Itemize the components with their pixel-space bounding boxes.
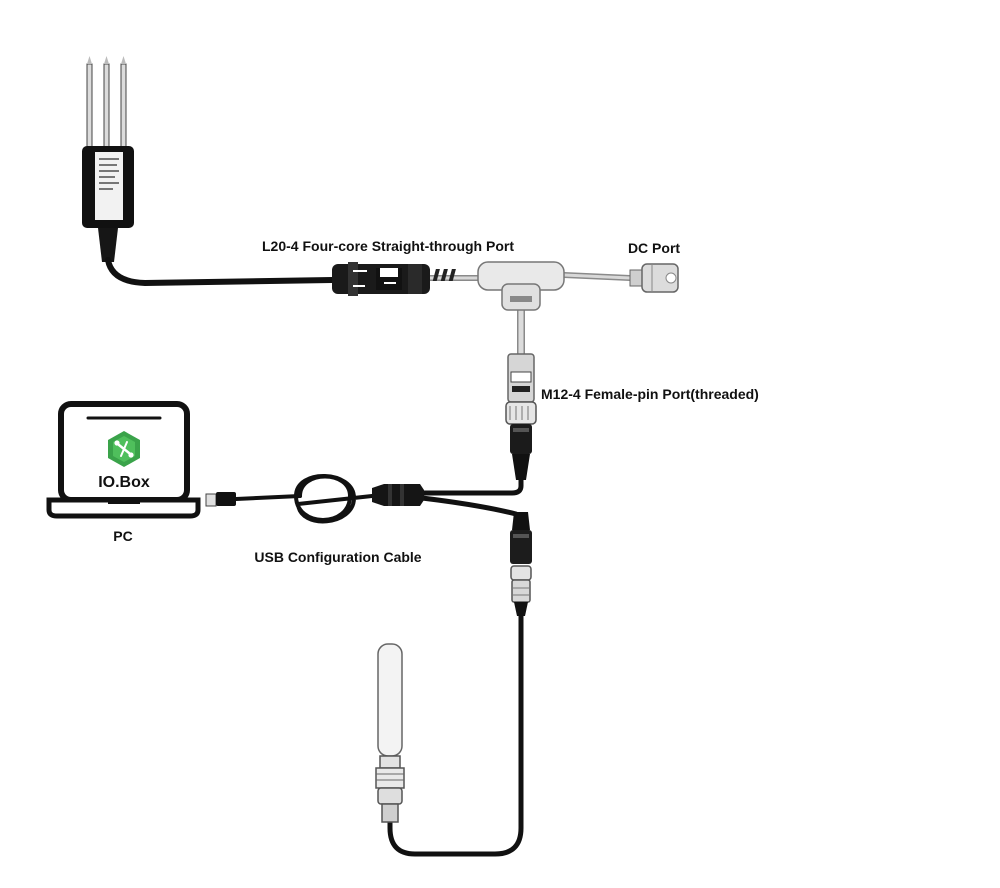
laptop: IO.Box xyxy=(46,401,201,519)
cables xyxy=(105,257,633,857)
l20-port-label: L20-4 Four-core Straight-through Port xyxy=(262,238,514,254)
antenna-cable-connector xyxy=(510,512,532,616)
m12-male-connector xyxy=(510,424,532,480)
antenna xyxy=(375,643,405,823)
dc-port xyxy=(629,263,679,293)
t-junction xyxy=(432,261,565,311)
l20-connector xyxy=(332,262,430,296)
io-box-logo-icon xyxy=(108,431,140,467)
y-splitter xyxy=(372,484,424,506)
m12-port-label: M12-4 Female-pin Port(threaded) xyxy=(541,386,759,402)
m12-female-connector xyxy=(505,353,537,425)
io-box-app-name: IO.Box xyxy=(98,474,150,491)
soil-sensor xyxy=(82,56,134,262)
pc-label: PC xyxy=(113,528,132,544)
usb-cable-label: USB Configuration Cable xyxy=(254,549,421,565)
usb-plug xyxy=(205,492,236,507)
dc-port-label: DC Port xyxy=(628,240,680,256)
